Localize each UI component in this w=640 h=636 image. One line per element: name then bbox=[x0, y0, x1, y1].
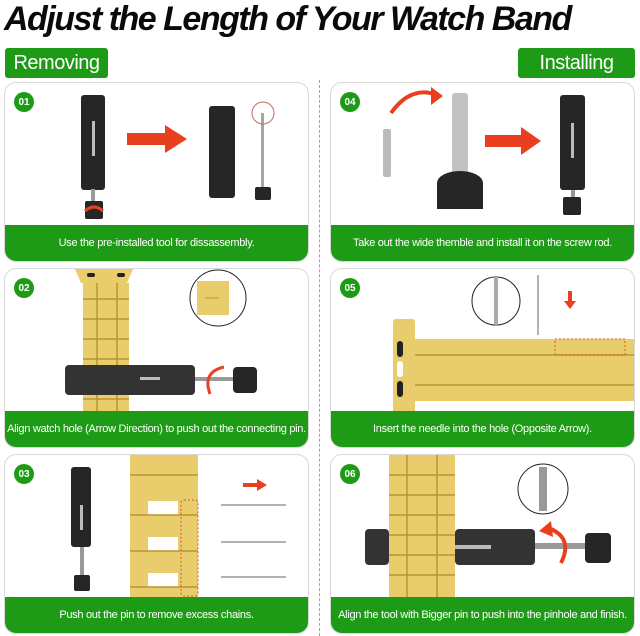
step-illustration bbox=[331, 269, 634, 413]
install-thimble-icon bbox=[383, 87, 585, 215]
step-caption: Take out the wide themble and install it… bbox=[331, 225, 634, 261]
step-illustration bbox=[5, 83, 308, 225]
step-badge: 04 bbox=[340, 92, 360, 112]
step-badge: 06 bbox=[340, 464, 360, 484]
section-divider bbox=[319, 80, 320, 636]
step-caption: Use the pre-installed tool for dissassem… bbox=[5, 225, 308, 261]
step-illustration bbox=[5, 269, 308, 413]
step-badge: 03 bbox=[14, 464, 34, 484]
insert-needle-icon bbox=[393, 275, 634, 413]
step-caption: Align the tool with Bigger pin to push i… bbox=[331, 597, 634, 633]
finish-pin-icon bbox=[365, 455, 611, 599]
step-caption: Align watch hole (Arrow Direction) to pu… bbox=[5, 411, 308, 447]
tool-disassembly-icon bbox=[81, 95, 275, 219]
step-caption: Push out the pin to remove excess chains… bbox=[5, 597, 308, 633]
step-card-04: 04 Take out the wide themble and install… bbox=[330, 82, 635, 262]
step-illustration bbox=[331, 83, 634, 225]
step-badge: 01 bbox=[14, 92, 34, 112]
band-pin-push-icon bbox=[65, 269, 257, 413]
step-card-06: 06 Align the tool with Bigger pin to pus… bbox=[330, 454, 635, 634]
step-badge: 05 bbox=[340, 278, 360, 298]
step-illustration bbox=[5, 455, 308, 599]
step-illustration bbox=[331, 455, 634, 599]
section-tag-removing: Removing bbox=[5, 48, 108, 78]
step-card-05: 05 Insert the needle into the hole (Oppo… bbox=[330, 268, 635, 448]
step-card-01: 01 Use the pre-installed tool for dissas… bbox=[4, 82, 309, 262]
step-card-03: 03 Push out the pin to remove excess cha… bbox=[4, 454, 309, 634]
section-tag-installing: Installing bbox=[518, 48, 635, 78]
remove-chain-icon bbox=[71, 455, 286, 599]
page-title: Adjust the Length of Your Watch Band bbox=[4, 0, 572, 38]
step-caption: Insert the needle into the hole (Opposit… bbox=[331, 411, 634, 447]
step-badge: 02 bbox=[14, 278, 34, 298]
step-card-02: 02 Align watch hole (Arrow Direction) to… bbox=[4, 268, 309, 448]
